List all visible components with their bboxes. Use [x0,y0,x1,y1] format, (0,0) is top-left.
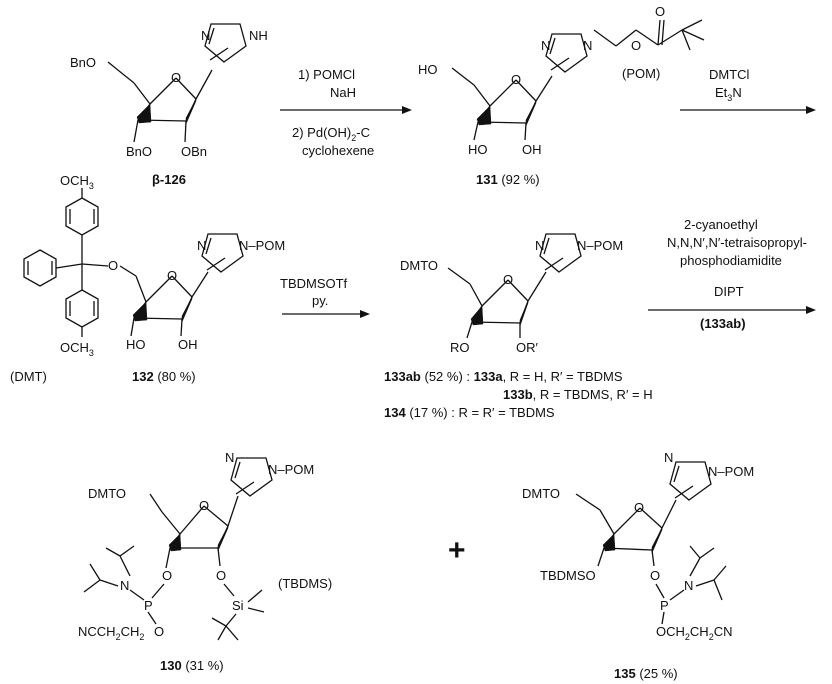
reagent: 2) Pd(OH)2-C [292,125,370,143]
label: BnO [70,55,96,70]
label: Si [232,598,244,613]
label: (POM) [622,66,660,81]
reagent: 2-cyanoethyl [684,217,758,232]
reagent: N,N,N′,N′-tetraisopropyl- [667,235,807,250]
reagent: DIPT [714,284,744,299]
label: OBn [181,144,207,159]
label: (TBDMS) [278,576,332,591]
label: OH [522,142,542,157]
label: OR′ [516,340,539,355]
compound-id: β-126 [152,172,186,187]
label: O [108,258,118,273]
label: NH [249,28,268,43]
compound-id: 135 (25 %) [614,666,678,681]
compound-130: O DMTO N N–POM O P N O NCCH2CH2 O Si (TB… [78,450,332,673]
label: O [171,70,181,85]
label: (DMT) [10,369,47,384]
label: O [162,568,172,583]
label: O [199,498,209,513]
reagent: NaH [330,85,356,100]
label: O [511,72,521,87]
label: RO [450,340,470,355]
compound-id: 131 (92 %) [476,172,540,187]
reagent: cyclohexene [302,143,374,158]
reaction-arrow-1: 1) POMCl NaH 2) Pd(OH)2-C cyclohexene [280,67,412,158]
reagent: 1) POMCl [298,67,355,82]
label: DMTO [522,486,560,501]
compound-id: 132 (80 %) [132,369,196,384]
label: N–POM [577,238,623,253]
label: HO [126,337,146,352]
label: BnO [126,144,152,159]
reaction-arrow-4: 2-cyanoethyl N,N,N′,N′-tetraisopropyl- p… [648,217,816,331]
label: N [201,28,210,43]
label: N–POM [239,238,285,253]
imidazole-ring [204,23,247,63]
compound-135: O DMTO TBDMSO N N–POM O P N OCH2CH2CN 13… [522,450,754,681]
reagent: (133ab) [700,316,746,331]
compound-133: O DMTO RO OR′ N N–POM 133ab (52 %) : 133… [384,233,653,420]
label: O [216,568,226,583]
label: DMTO [88,486,126,501]
label: OH [178,337,198,352]
label: TBDMSO [540,568,596,583]
label: NCCH2CH2 [78,624,144,642]
reaction-arrow-2: DMTCl Et3N [680,67,816,114]
compound-131: O HO HO OH N N O O (POM) 131 (92 %) [418,4,705,187]
caption-133b: 133b, R = TBDMS, R′ = H [503,387,653,402]
caption-134: 134 (17 %) : R = R′ = TBDMS [384,405,555,420]
reaction-arrow-3: TBDMSOTf py. [280,276,370,318]
reagent: TBDMSOTf [280,276,348,291]
label: O [167,268,177,283]
label: N–POM [268,462,314,477]
label: O [631,38,641,53]
label: HO [468,142,488,157]
reagent: phosphodiamidite [680,253,782,268]
label: N [541,38,550,53]
reagent: DMTCl [709,67,750,82]
compound-id: 130 (31 %) [160,658,224,673]
caption-133ab: 133ab (52 %) : 133a, R = H, R′ = TBDMS [384,369,623,384]
plus-sign: + [448,534,466,567]
label: N [684,578,693,593]
label: DMTO [400,258,438,273]
label: N [535,238,544,253]
label: N [225,450,234,465]
label: OCH2CH2CN [656,624,732,642]
label: O [154,624,164,639]
compound-126: O BnO BnO OBn N NH β-126 [70,23,268,187]
label: OCH3 [60,173,94,191]
label: N [197,238,206,253]
label: O [650,568,660,583]
label: O [503,272,513,287]
label: O [655,4,665,19]
label: P [144,598,153,613]
reagent: Et3N [715,85,742,103]
label: N–POM [708,464,754,479]
label: N [583,38,592,53]
label: P [660,598,669,613]
label: OCH3 [60,340,94,358]
label: O [634,500,644,515]
label: N [120,578,129,593]
label: HO [418,62,438,77]
reagent: py. [312,293,328,308]
label: N [664,450,673,465]
compound-132: OCH3 OCH3 O O HO OH N N–POM (DMT) 132 (8… [10,173,285,384]
